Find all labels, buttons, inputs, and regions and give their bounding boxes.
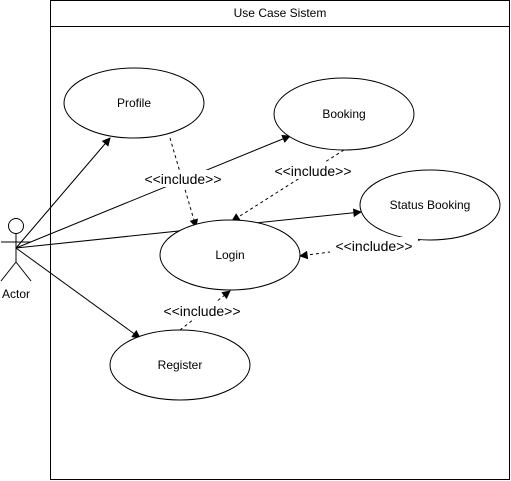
- association-actor-booking: [15, 136, 290, 249]
- include-label-status-booking: <<include>>: [330, 237, 418, 254]
- actor-figure-icon: [0, 218, 32, 282]
- association-actor-register: [15, 247, 140, 338]
- system-title: Use Case Sistem: [234, 6, 327, 20]
- include-label-register: <<include>>: [158, 302, 246, 319]
- use-case-status-booking-label: Status Booking: [390, 198, 471, 212]
- use-case-profile-label: Profile: [117, 96, 151, 110]
- include-label-status-booking-text: <<include>>: [335, 238, 412, 254]
- use-case-login: Login: [159, 219, 301, 291]
- include-label-profile: <<include>>: [139, 170, 227, 187]
- association-actor-profile: [15, 138, 110, 249]
- use-case-login-label: Login: [215, 248, 244, 262]
- use-case-booking: Booking: [273, 77, 415, 151]
- use-case-profile: Profile: [63, 67, 205, 139]
- include-label-profile-text: <<include>>: [144, 171, 221, 187]
- use-case-register: Register: [109, 329, 251, 401]
- include-label-register-text: <<include>>: [163, 303, 240, 319]
- actor-label: Actor: [2, 287, 30, 301]
- use-case-register-label: Register: [158, 358, 203, 372]
- use-case-booking-label: Booking: [322, 107, 365, 121]
- include-label-booking-text: <<include>>: [274, 163, 351, 179]
- use-case-status-booking: Status Booking: [359, 169, 501, 241]
- include-label-booking: <<include>>: [269, 162, 357, 179]
- include-booking-login: [232, 149, 345, 221]
- actor: Actor: [0, 218, 32, 301]
